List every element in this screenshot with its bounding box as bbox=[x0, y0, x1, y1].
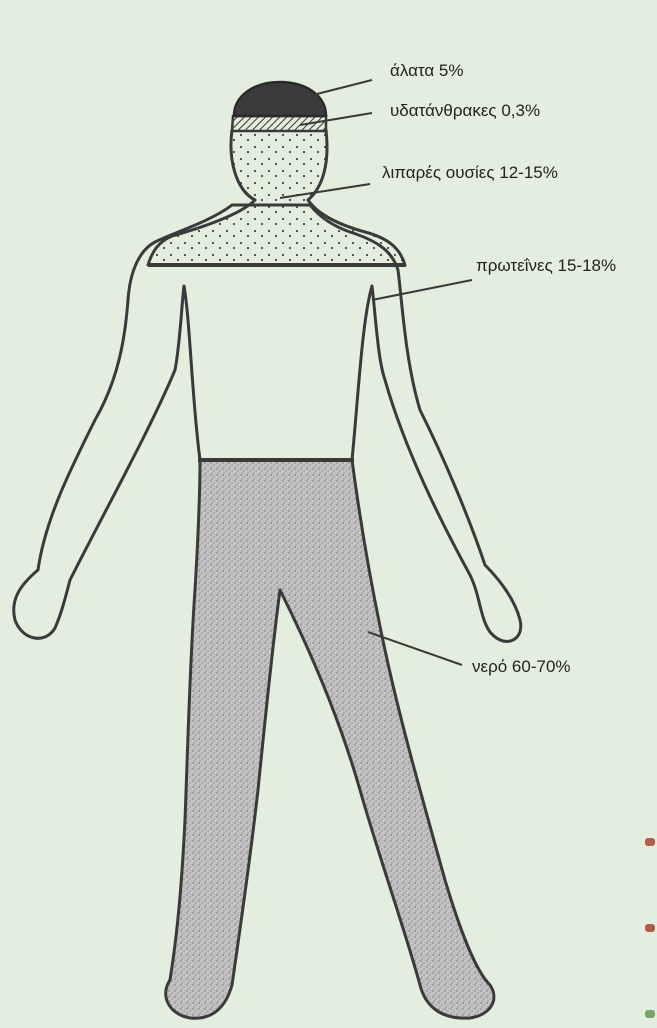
water-label: νερό 60-70% bbox=[472, 657, 571, 677]
proteins-leader-line bbox=[372, 280, 472, 300]
decorative-mark bbox=[645, 1010, 655, 1018]
carbohydrates-label: υδατάνθρακες 0,3% bbox=[390, 101, 540, 121]
decorative-mark bbox=[645, 924, 655, 932]
fat-region bbox=[148, 130, 405, 265]
proteins-label: πρωτεΐνες 15-18% bbox=[476, 256, 616, 276]
salts-cap bbox=[234, 82, 326, 116]
salts-leader-line bbox=[305, 80, 372, 97]
decorative-mark bbox=[645, 838, 655, 846]
fats-label: λιπαρές ουσίες 12-15% bbox=[382, 163, 558, 183]
salts-label: άλατα 5% bbox=[390, 61, 464, 81]
water-region-legs bbox=[166, 460, 494, 1018]
